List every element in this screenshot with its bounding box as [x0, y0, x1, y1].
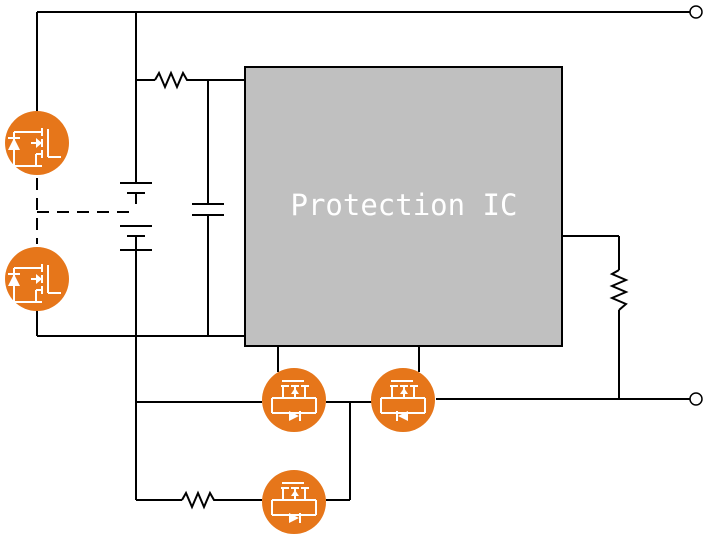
- mosfet-bottom-right: [370, 367, 436, 433]
- terminal-negative: [689, 392, 703, 406]
- resistor-bottom: [181, 490, 216, 510]
- protection-ic: [244, 66, 563, 347]
- terminal-positive: [689, 5, 703, 19]
- battery-cells: [120, 182, 152, 251]
- mosfet-bottom-middle: [261, 367, 327, 433]
- dashed-connection: [36, 178, 136, 244]
- resistor-top: [154, 70, 190, 90]
- wiring: [36, 11, 690, 501]
- mosfet-left-upper: [4, 110, 70, 176]
- mosfet-bottom-lower: [261, 469, 327, 535]
- protection-ic-label: Protection IC: [291, 188, 518, 222]
- mosfet-left-lower: [4, 246, 70, 312]
- capacitor: [192, 203, 224, 216]
- resistor-right: [609, 269, 629, 311]
